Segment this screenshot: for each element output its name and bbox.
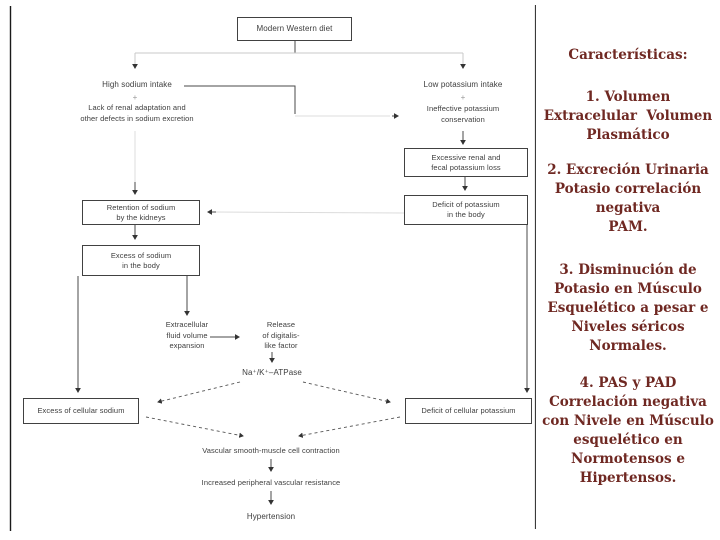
panel-item-3: 3. Disminución de Potasio en Músculo Esq… [547,262,709,354]
flow-node-high-sodium-intake: High sodium intake [102,80,172,89]
flow-box-excess-cellular-sodium: Excess of cellular sodium [23,398,139,424]
flow-box-modern-western-diet: Modern Western diet [237,17,352,41]
flow-box-deficit-cellular-potassium: Deficit of cellular potassium [405,398,532,424]
panel-title: Características: [568,47,688,63]
flow-box-deficit-potassium-body: Deficit of potassium in the body [404,195,528,225]
flow-node-increased-resistance: Increased peripheral vascular resistance [201,478,341,487]
flow-node-vascular-contraction: Vascular smooth-muscle cell contraction [202,446,340,455]
flow-node-na-k-atpase: Na⁺/K⁺–ATPase [242,368,302,377]
flow-box-excessive-renal-fecal-loss: Excessive renal and fecal potassium loss [404,148,528,177]
panel-item-1: 1. Volumen Extracelular Volumen Plasmáti… [543,89,713,143]
flow-node-low-potassium-intake: Low potassium intake [423,80,503,89]
plus-sign-left: + [132,93,138,102]
flow-box-excess-sodium-body: Excess of sodium in the body [82,245,200,276]
flow-box-retention-sodium-kidneys: Retention of sodium by the kidneys [82,200,200,225]
flow-node-ineffective-potassium-conservation: Ineffective potassium conservation [426,104,500,124]
panel-item-2: 2. Excreción Urinaria Potasio correlació… [547,162,709,235]
flow-node-lack-renal-adaptation: Lack of renal adaptation and other defec… [80,103,194,123]
flow-node-extracellular-fluid-volume-expansion: Extracellular fluid volume expansion [165,320,209,350]
flow-node-hypertension: Hypertension [246,512,296,521]
plus-sign-right: + [460,93,466,102]
annotation-panel: Características: 1. Volumen Extracelular… [536,0,720,540]
flow-node-release-digitalis-like-factor: Release of digitalis- like factor [262,320,300,350]
panel-item-4: 4. PAS y PAD Correlación negativa con Ni… [542,375,714,486]
